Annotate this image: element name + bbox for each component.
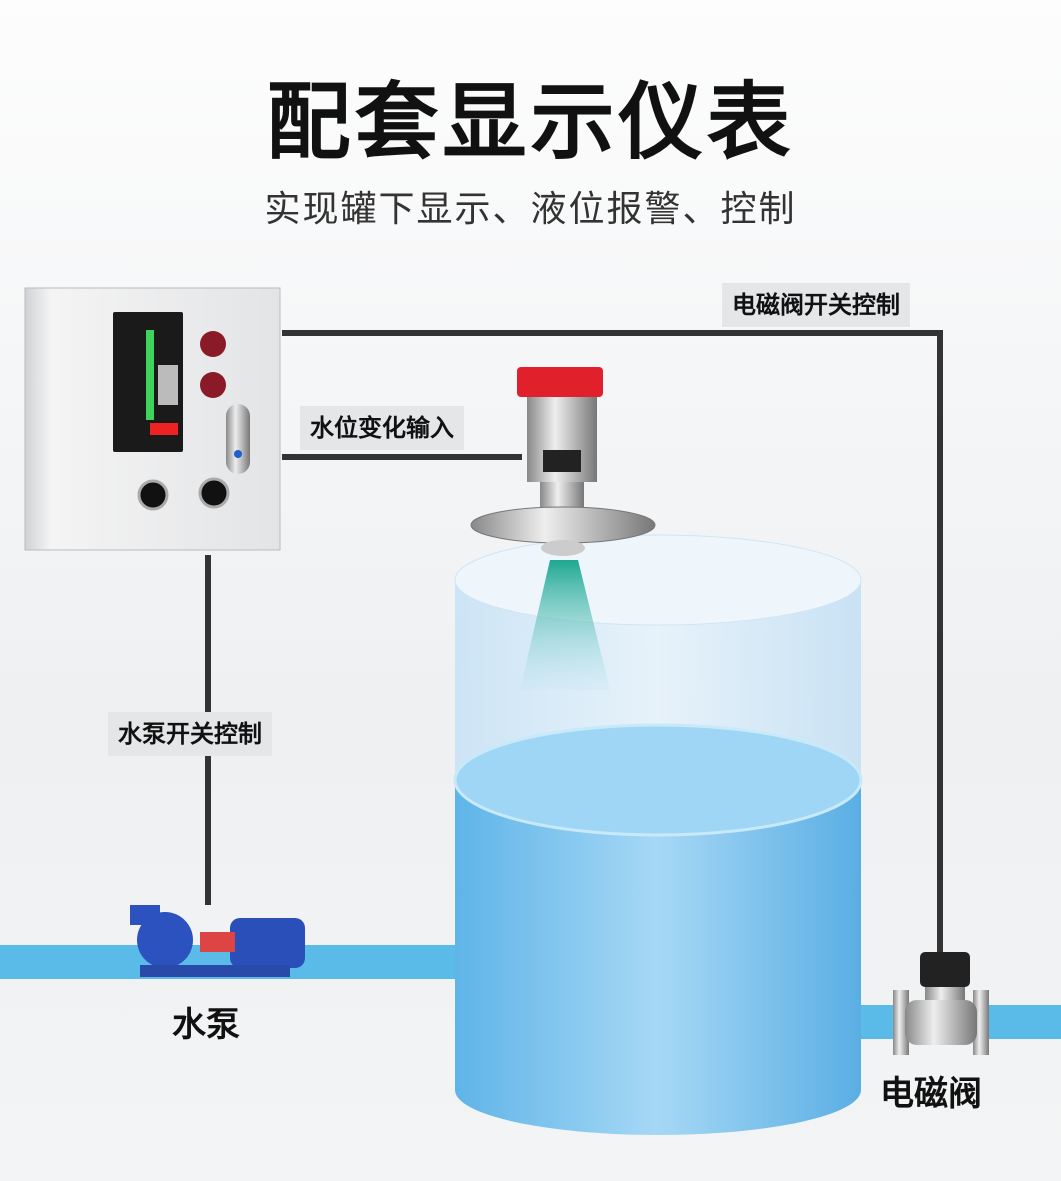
- page-title: 配套显示仪表: [266, 73, 795, 171]
- radar-beam: [520, 560, 610, 690]
- water-surface: [453, 723, 863, 837]
- pump-control-label: 水泵开关控制: [108, 712, 272, 756]
- alarm-light-lower: [200, 372, 226, 398]
- alarm-switch-knob: [198, 477, 230, 509]
- pump-caption: 水泵: [172, 1005, 240, 1045]
- solenoid-valve: [893, 952, 989, 1055]
- valve-control-label: 电磁阀开关控制: [722, 283, 910, 327]
- valve-caption: 电磁阀: [880, 1074, 982, 1114]
- radar-level-sensor: [470, 367, 656, 556]
- page-subtitle: 实现罐下显示、液位报警、控制: [264, 189, 797, 230]
- water-pump: [130, 905, 305, 977]
- power-switch-knob: [137, 479, 169, 511]
- door-handle: [226, 404, 250, 474]
- control-box: [24, 287, 281, 551]
- tank: [453, 534, 863, 1135]
- alarm-light-upper: [200, 331, 226, 357]
- water: [455, 780, 861, 1135]
- level-input-label: 水位变化输入: [300, 406, 464, 450]
